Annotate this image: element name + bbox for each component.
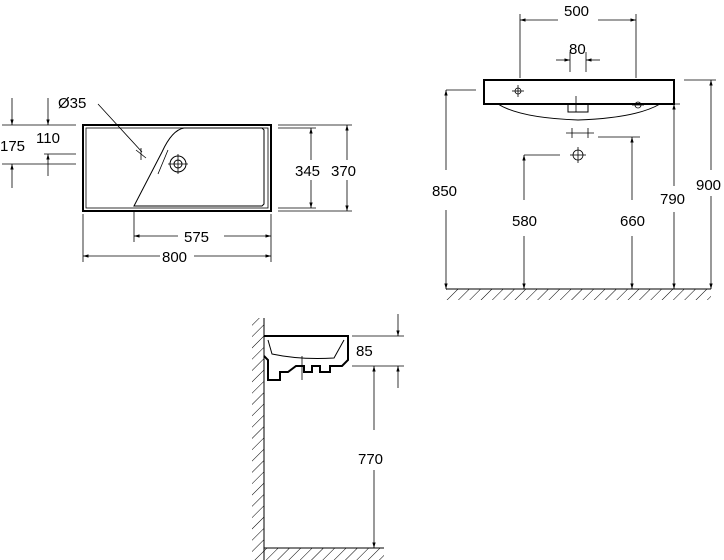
dim-85: 85 (356, 343, 373, 360)
dim-900: 900 (696, 177, 721, 194)
dim-hole-diameter: Ø35 (58, 95, 86, 112)
basin-side-profile (263, 335, 349, 381)
overflow-front-icon (632, 101, 644, 109)
wall-hatch (252, 318, 264, 560)
dim-790: 790 (660, 191, 685, 208)
tap-mark-icon (512, 85, 524, 97)
dim-770: 770 (358, 451, 383, 468)
dim-800: 800 (162, 249, 187, 266)
floor-hatch (446, 289, 711, 300)
dim-575: 575 (184, 229, 209, 246)
top-view: Ø35 175 110 345 370 575 800 (0, 95, 356, 266)
supply-mark-icon (566, 128, 594, 138)
dim-345: 345 (295, 163, 320, 180)
dim-850: 850 (432, 183, 457, 200)
dim-500: 500 (564, 3, 589, 20)
dim-660: 660 (620, 213, 645, 230)
side-floor-hatch (264, 548, 384, 560)
basin-outline (82, 124, 272, 212)
dim-370: 370 (331, 163, 356, 180)
basin-bowl-front (497, 103, 661, 121)
dim-175: 175 (0, 138, 25, 155)
side-view: 85 770 (252, 314, 404, 560)
basin-front (483, 79, 675, 105)
dim-110: 110 (36, 130, 60, 147)
bowl-outline (133, 127, 265, 207)
basin-inner-rim (85, 127, 269, 209)
tap-hole-icon (168, 154, 188, 174)
waste-mark-icon (570, 147, 586, 163)
dim-80: 80 (569, 41, 586, 58)
overflow-mark-icon (135, 148, 147, 160)
front-view: 500 80 850 580 660 790 900 (432, 3, 721, 300)
dim-580: 580 (512, 213, 537, 230)
